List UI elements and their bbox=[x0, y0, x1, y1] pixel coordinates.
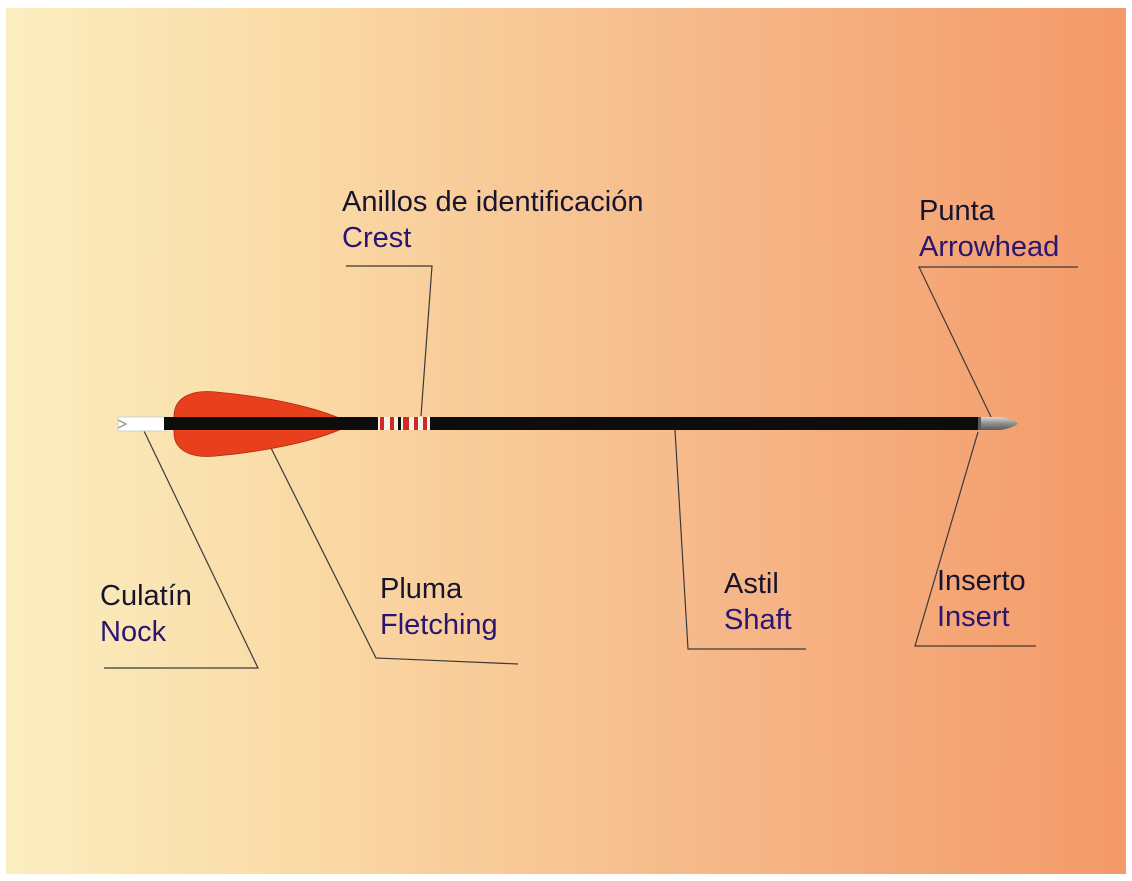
nock bbox=[117, 416, 167, 432]
nock-label-es: Culatín bbox=[100, 580, 192, 612]
arrowhead-leader-line bbox=[918, 266, 1078, 418]
nock-label-en: Nock bbox=[100, 616, 167, 648]
diagram-canvas: Anillos de identificación Crest Punta Ar… bbox=[6, 8, 1126, 874]
shaft-leader-line bbox=[674, 429, 806, 650]
arrowhead bbox=[978, 417, 1018, 430]
arrowhead-label-en: Arrowhead bbox=[919, 231, 1060, 263]
nock-leader-line bbox=[104, 430, 259, 669]
crest-label-es: Anillos de identificación bbox=[342, 186, 644, 218]
fletching-label-en: Fletching bbox=[380, 609, 498, 641]
fletching-label-es: Pluma bbox=[380, 573, 463, 605]
arrow-diagram bbox=[104, 265, 1078, 669]
shaft-label-en: Shaft bbox=[724, 604, 792, 636]
fletching-label: Pluma Fletching bbox=[380, 571, 498, 643]
insert-label-es: Inserto bbox=[937, 565, 1026, 597]
crest-label: Anillos de identificación Crest bbox=[342, 184, 643, 256]
shaft-label: Astil Shaft bbox=[724, 566, 792, 638]
fletching-leader-line bbox=[265, 437, 519, 665]
arrowhead-label: Punta Arrowhead bbox=[919, 193, 1059, 265]
insert-label-en: Insert bbox=[937, 601, 1010, 633]
arrowhead-label-es: Punta bbox=[919, 195, 995, 227]
crest-leader-line bbox=[346, 265, 433, 417]
crest-rings bbox=[378, 417, 430, 430]
insert-leader-line bbox=[914, 431, 1036, 647]
crest-label-en: Crest bbox=[342, 222, 412, 254]
insert-label: Inserto Insert bbox=[937, 563, 1026, 635]
nock-label: Culatín Nock bbox=[100, 578, 192, 650]
arrow-shaft bbox=[164, 417, 980, 430]
shaft-label-es: Astil bbox=[724, 568, 779, 600]
